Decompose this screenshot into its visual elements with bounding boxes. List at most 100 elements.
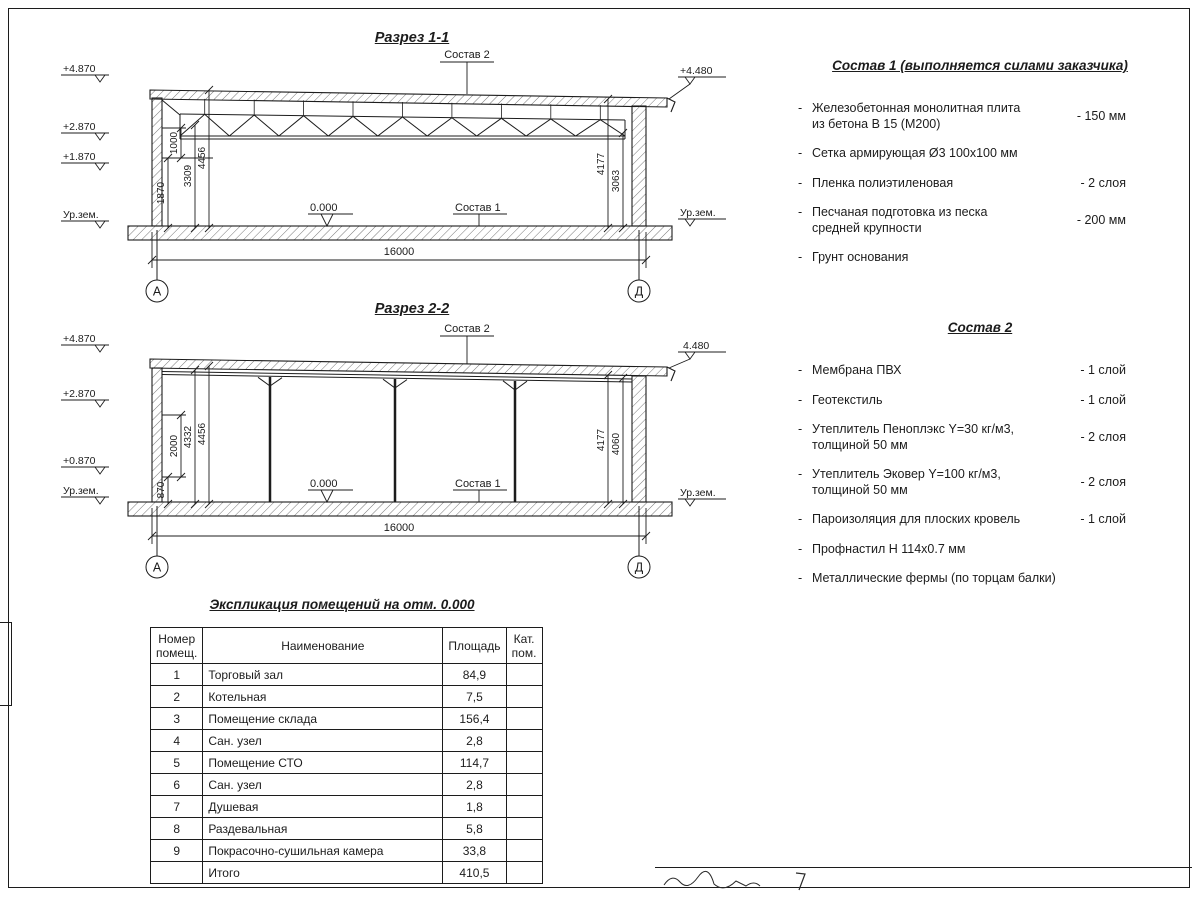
dim-chains-left xyxy=(162,361,214,509)
item-value: - 2 слоя xyxy=(1080,175,1126,190)
roof-slab xyxy=(149,89,676,113)
cell-room-area: 114,7 xyxy=(442,751,507,774)
item-bullet: - xyxy=(798,205,803,219)
dim-texts-left: 1870 1000 3309 4456 xyxy=(156,131,208,204)
sostav2-block: Состав 2 - Мембрана ПВХ - 1 слой - Геоте… xyxy=(798,320,1162,601)
item-text: Грунт основания xyxy=(812,250,909,264)
item-bullet: - xyxy=(798,422,803,436)
interior-columns xyxy=(257,376,528,502)
cell-room-number: 6 xyxy=(149,773,204,796)
table-row: 6 Сан. узел 2,8 xyxy=(149,773,543,796)
svg-text:+1.870: +1.870 xyxy=(63,151,96,163)
signature-scribble xyxy=(663,870,806,891)
svg-text:Ур.зем.: Ур.зем. xyxy=(680,207,716,219)
item-text: Пленка полиэтиленовая xyxy=(812,175,954,190)
item-text: Пароизоляция для плоских кровель xyxy=(812,512,1021,526)
table-row: 2 Котельная 7,5 xyxy=(149,685,543,708)
cell-room-number: 4 xyxy=(149,729,204,752)
table-row: 8 Раздевальная 5,8 xyxy=(149,817,543,840)
svg-text:870: 870 xyxy=(156,481,167,498)
item-text: Утеплитель Эковер Y=100 кг/м3, толщиной … xyxy=(812,467,1001,497)
overall-dim: 16000 xyxy=(147,232,651,268)
zero-level-callout: 0.000 xyxy=(308,478,353,504)
cell-room-category xyxy=(505,839,543,862)
table-header-row: Номер помещ. Наименование Площадь Кат. п… xyxy=(149,627,543,664)
sostav2-item: - Геотекстиль - 1 слой xyxy=(798,393,1162,409)
svg-text:4456: 4456 xyxy=(197,146,208,169)
sostav2-item: - Пароизоляция для плоских кровель - 1 с… xyxy=(798,512,1162,528)
sostav1-item: - Сетка армирующая Ø3 100х100 мм xyxy=(798,146,1162,162)
floor-slab xyxy=(127,225,673,241)
cell-room-name: Сан. узел xyxy=(202,773,444,796)
cell-room-name: Котельная xyxy=(202,685,444,708)
overall-dim: 16000 xyxy=(147,508,651,544)
svg-text:Состав 2: Состав 2 xyxy=(444,323,490,335)
svg-text:+4.480: +4.480 xyxy=(680,65,713,77)
cell-room-category xyxy=(505,795,543,818)
svg-text:0.000: 0.000 xyxy=(310,202,338,214)
cell-room-name: Помещение СТО xyxy=(202,751,444,774)
item-bullet: - xyxy=(798,392,803,407)
sostav1-callout: Состав 1 xyxy=(453,202,507,226)
svg-text:А: А xyxy=(153,285,162,299)
cell-room-category xyxy=(505,817,543,840)
svg-text:Состав 1: Состав 1 xyxy=(455,478,501,490)
binding-mark xyxy=(0,622,12,706)
table-row: 7 Душевая 1,8 xyxy=(149,795,543,818)
sostav1-item: - Железобетонная монолитная плита из бет… xyxy=(798,101,1162,132)
col-header-number: Номер помещ. xyxy=(149,627,204,664)
svg-text:0.000: 0.000 xyxy=(310,478,338,490)
cell-room-area: 156,4 xyxy=(442,707,507,730)
cell-room-area: 33,8 xyxy=(442,839,507,862)
roof-truss xyxy=(161,98,626,140)
svg-text:4177: 4177 xyxy=(596,428,607,451)
section2-title: Разрез 2-2 xyxy=(374,301,450,317)
svg-text:Ур.зем.: Ур.зем. xyxy=(63,485,99,497)
cell-room-name: Торговый зал xyxy=(202,663,444,686)
cell-room-area: 84,9 xyxy=(442,663,507,686)
elevation-texts-right: 4.480 Ур.зем. xyxy=(680,340,716,499)
cell-room-name: Раздевальная xyxy=(202,817,444,840)
col-header-category: Кат. пом. xyxy=(505,627,543,664)
cell-room-number: 3 xyxy=(149,707,204,730)
cell-room-area: 1,8 xyxy=(442,795,507,818)
svg-text:Ур.зем.: Ур.зем. xyxy=(680,487,716,499)
cell-room-category xyxy=(505,707,543,730)
sostav2-item: - Металлические фермы (по торцам балки) xyxy=(798,571,1162,587)
roof-slab xyxy=(149,358,676,382)
cell-room-number xyxy=(149,861,204,884)
sostav2-item: - Профнастил Н 114х0.7 мм xyxy=(798,542,1162,558)
room-table-title: Экспликация помещений на отм. 0.000 xyxy=(209,597,475,612)
item-text: Железобетонная монолитная плита из бетон… xyxy=(812,101,1021,131)
item-value: - 150 мм xyxy=(1076,108,1126,123)
item-text: Сетка армирующая Ø3 100х100 мм xyxy=(812,146,1018,160)
cell-room-area: 2,8 xyxy=(442,729,507,752)
walls xyxy=(151,367,647,503)
cell-room-name: Покрасочно-сушильная камера xyxy=(202,839,444,862)
table-row: 1 Торговый зал 84,9 xyxy=(149,663,543,686)
svg-text:4332: 4332 xyxy=(183,425,194,448)
svg-text:1000: 1000 xyxy=(169,131,180,154)
svg-text:Д: Д xyxy=(635,561,644,575)
table-row: 4 Сан. узел 2,8 xyxy=(149,729,543,752)
cell-room-name: Итого xyxy=(202,861,444,884)
item-bullet: - xyxy=(798,250,803,264)
dim-texts-right: 4177 4060 xyxy=(596,428,622,455)
cell-room-category xyxy=(505,663,543,686)
section1-title: Разрез 1-1 xyxy=(374,30,450,46)
axis-markers: А Д xyxy=(145,230,651,303)
cell-room-name: Сан. узел xyxy=(202,729,444,752)
section1-drawing: 1870 1000 3309 4456 4177 3063 +4.870 +2.… xyxy=(61,49,726,303)
cell-room-number: 8 xyxy=(149,817,204,840)
svg-text:1870: 1870 xyxy=(156,181,167,204)
svg-text:+2.870: +2.870 xyxy=(63,388,96,400)
item-text: Геотекстиль xyxy=(812,392,883,407)
col-header-name: Наименование xyxy=(202,627,444,664)
floor-slab xyxy=(127,501,673,517)
elevation-marks-right xyxy=(668,351,726,507)
table-row: 9 Покрасочно-сушильная камера 33,8 xyxy=(149,839,543,862)
sostav2-block-title: Состав 2 xyxy=(947,320,1013,335)
sostav2-item: - Мембрана ПВХ - 1 слой xyxy=(798,363,1162,379)
item-value: - 1 слой xyxy=(1080,392,1126,407)
